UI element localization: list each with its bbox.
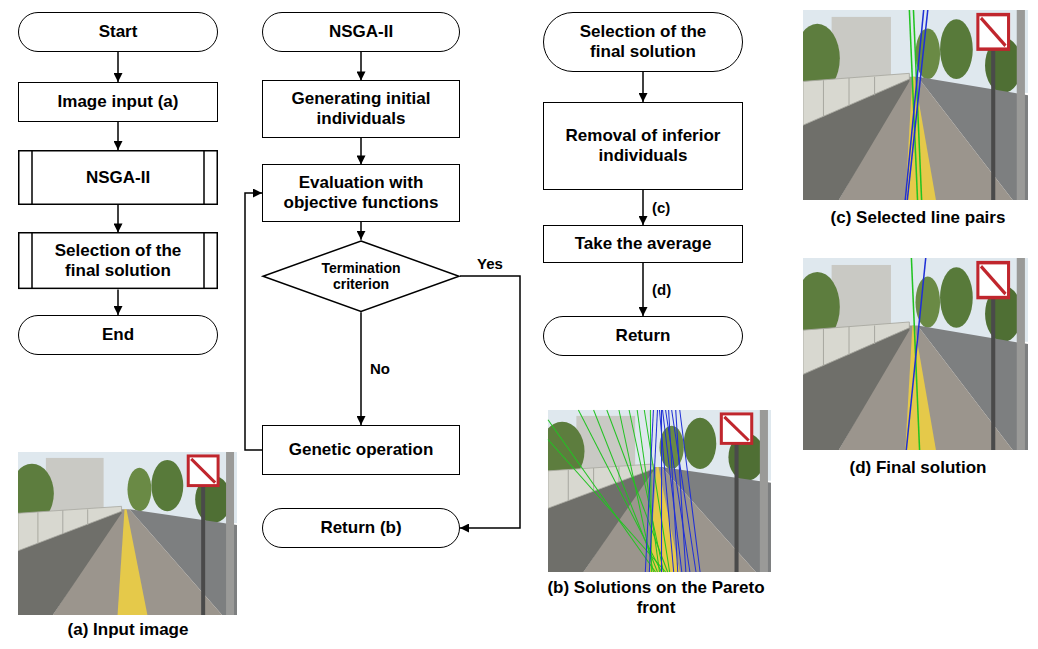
blue-lines (645, 410, 700, 572)
side-bar (203, 233, 205, 289)
terminal-pill: NSGA-II (262, 12, 460, 52)
blue-line (680, 410, 700, 572)
blue-line (669, 410, 678, 572)
process-box: Image input (a) (18, 82, 218, 122)
final-solution-image (795, 258, 1028, 450)
subroutine-box: Selection of the final solution (18, 232, 218, 289)
process-box: Take the average (543, 225, 743, 263)
node-text: NSGA-II (329, 22, 393, 42)
terminal-pill: End (18, 315, 218, 355)
image-caption: (b) Solutions on the Pareto front (545, 578, 767, 617)
flow-arrow (360, 222, 362, 240)
node-text: Start (99, 22, 138, 42)
blue-line (661, 410, 662, 572)
pareto-image (540, 410, 771, 572)
flow-arrow (642, 263, 644, 316)
process-box: Evaluation with objective functions (262, 164, 460, 221)
box-outline (19, 233, 218, 289)
node-text: Selection of the final solution (44, 241, 192, 280)
input-image (10, 452, 237, 615)
terminal-pill: Selection of the final solution (543, 12, 743, 72)
flow-arrow (117, 205, 119, 232)
green-line (629, 410, 663, 572)
node-text: Termination criterion (311, 260, 411, 292)
edge-label: (d) (650, 281, 673, 298)
blue-line (905, 10, 923, 200)
subroutine-box: NSGA-II (18, 150, 218, 205)
process-box: Genetic operation (262, 425, 460, 475)
blue-line (666, 410, 690, 572)
blue-line (907, 10, 927, 200)
flow-arrow (360, 52, 362, 80)
terminal-pill: Return (b) (262, 508, 460, 548)
blue-line (659, 410, 673, 572)
blue-line (676, 410, 686, 572)
green-lines (548, 410, 670, 572)
street-photo (795, 10, 1028, 200)
green-line (548, 439, 666, 572)
flow-arrow (117, 122, 119, 150)
blue-line (645, 410, 653, 572)
blue-line (906, 258, 925, 450)
node-text: NSGA-II (86, 168, 150, 188)
street-photo (795, 258, 1028, 450)
blue-line (663, 410, 682, 572)
box-outline (19, 151, 218, 205)
node-text: Return (616, 326, 671, 346)
node-text: Image input (a) (58, 92, 179, 112)
green-line (607, 410, 668, 572)
terminal-pill: Start (18, 12, 218, 52)
green-line (578, 410, 661, 572)
diamond-outline (263, 241, 459, 311)
flow-arrow (360, 138, 362, 165)
node-text: End (102, 325, 134, 345)
process-box: Generating initial individuals (262, 80, 460, 137)
edge-label: Yes (475, 256, 505, 273)
image-caption: (a) Input image (8, 620, 248, 640)
flow-arrow (117, 52, 119, 82)
node-text: Generating initial individuals (273, 89, 449, 128)
process-box: Removal of inferior individuals (543, 102, 743, 190)
node-text: Evaluation with objective functions (273, 173, 449, 212)
flow-arrow (360, 312, 362, 425)
selected-pairs-image (795, 10, 1028, 200)
terminal-pill: Return (543, 316, 743, 356)
flow-arrow (460, 276, 520, 528)
image-caption: (d) Final solution (800, 458, 1036, 478)
node-text: Removal of inferior individuals (554, 126, 732, 165)
edge-label: No (368, 360, 392, 377)
street-photo (10, 452, 237, 615)
edge-label: (c) (650, 199, 672, 216)
node-text: Genetic operation (289, 440, 434, 460)
image-caption: (c) Selected line pairs (800, 208, 1036, 228)
green-line (548, 420, 655, 572)
blue-line (649, 410, 657, 572)
flow-arrow (245, 193, 262, 450)
flow-arrow (642, 190, 644, 225)
decision-diamond: Termination criterion (262, 240, 460, 312)
node-text: Take the average (575, 234, 712, 254)
blue-line (672, 410, 696, 572)
side-bar (31, 233, 33, 289)
flow-arrow (117, 290, 119, 315)
flow-arrow (642, 72, 644, 102)
side-bar (203, 151, 205, 205)
node-text: Return (b) (320, 518, 401, 538)
street-photo (540, 410, 771, 572)
side-bar (31, 151, 33, 205)
node-text: Selection of the final solution (562, 22, 724, 61)
